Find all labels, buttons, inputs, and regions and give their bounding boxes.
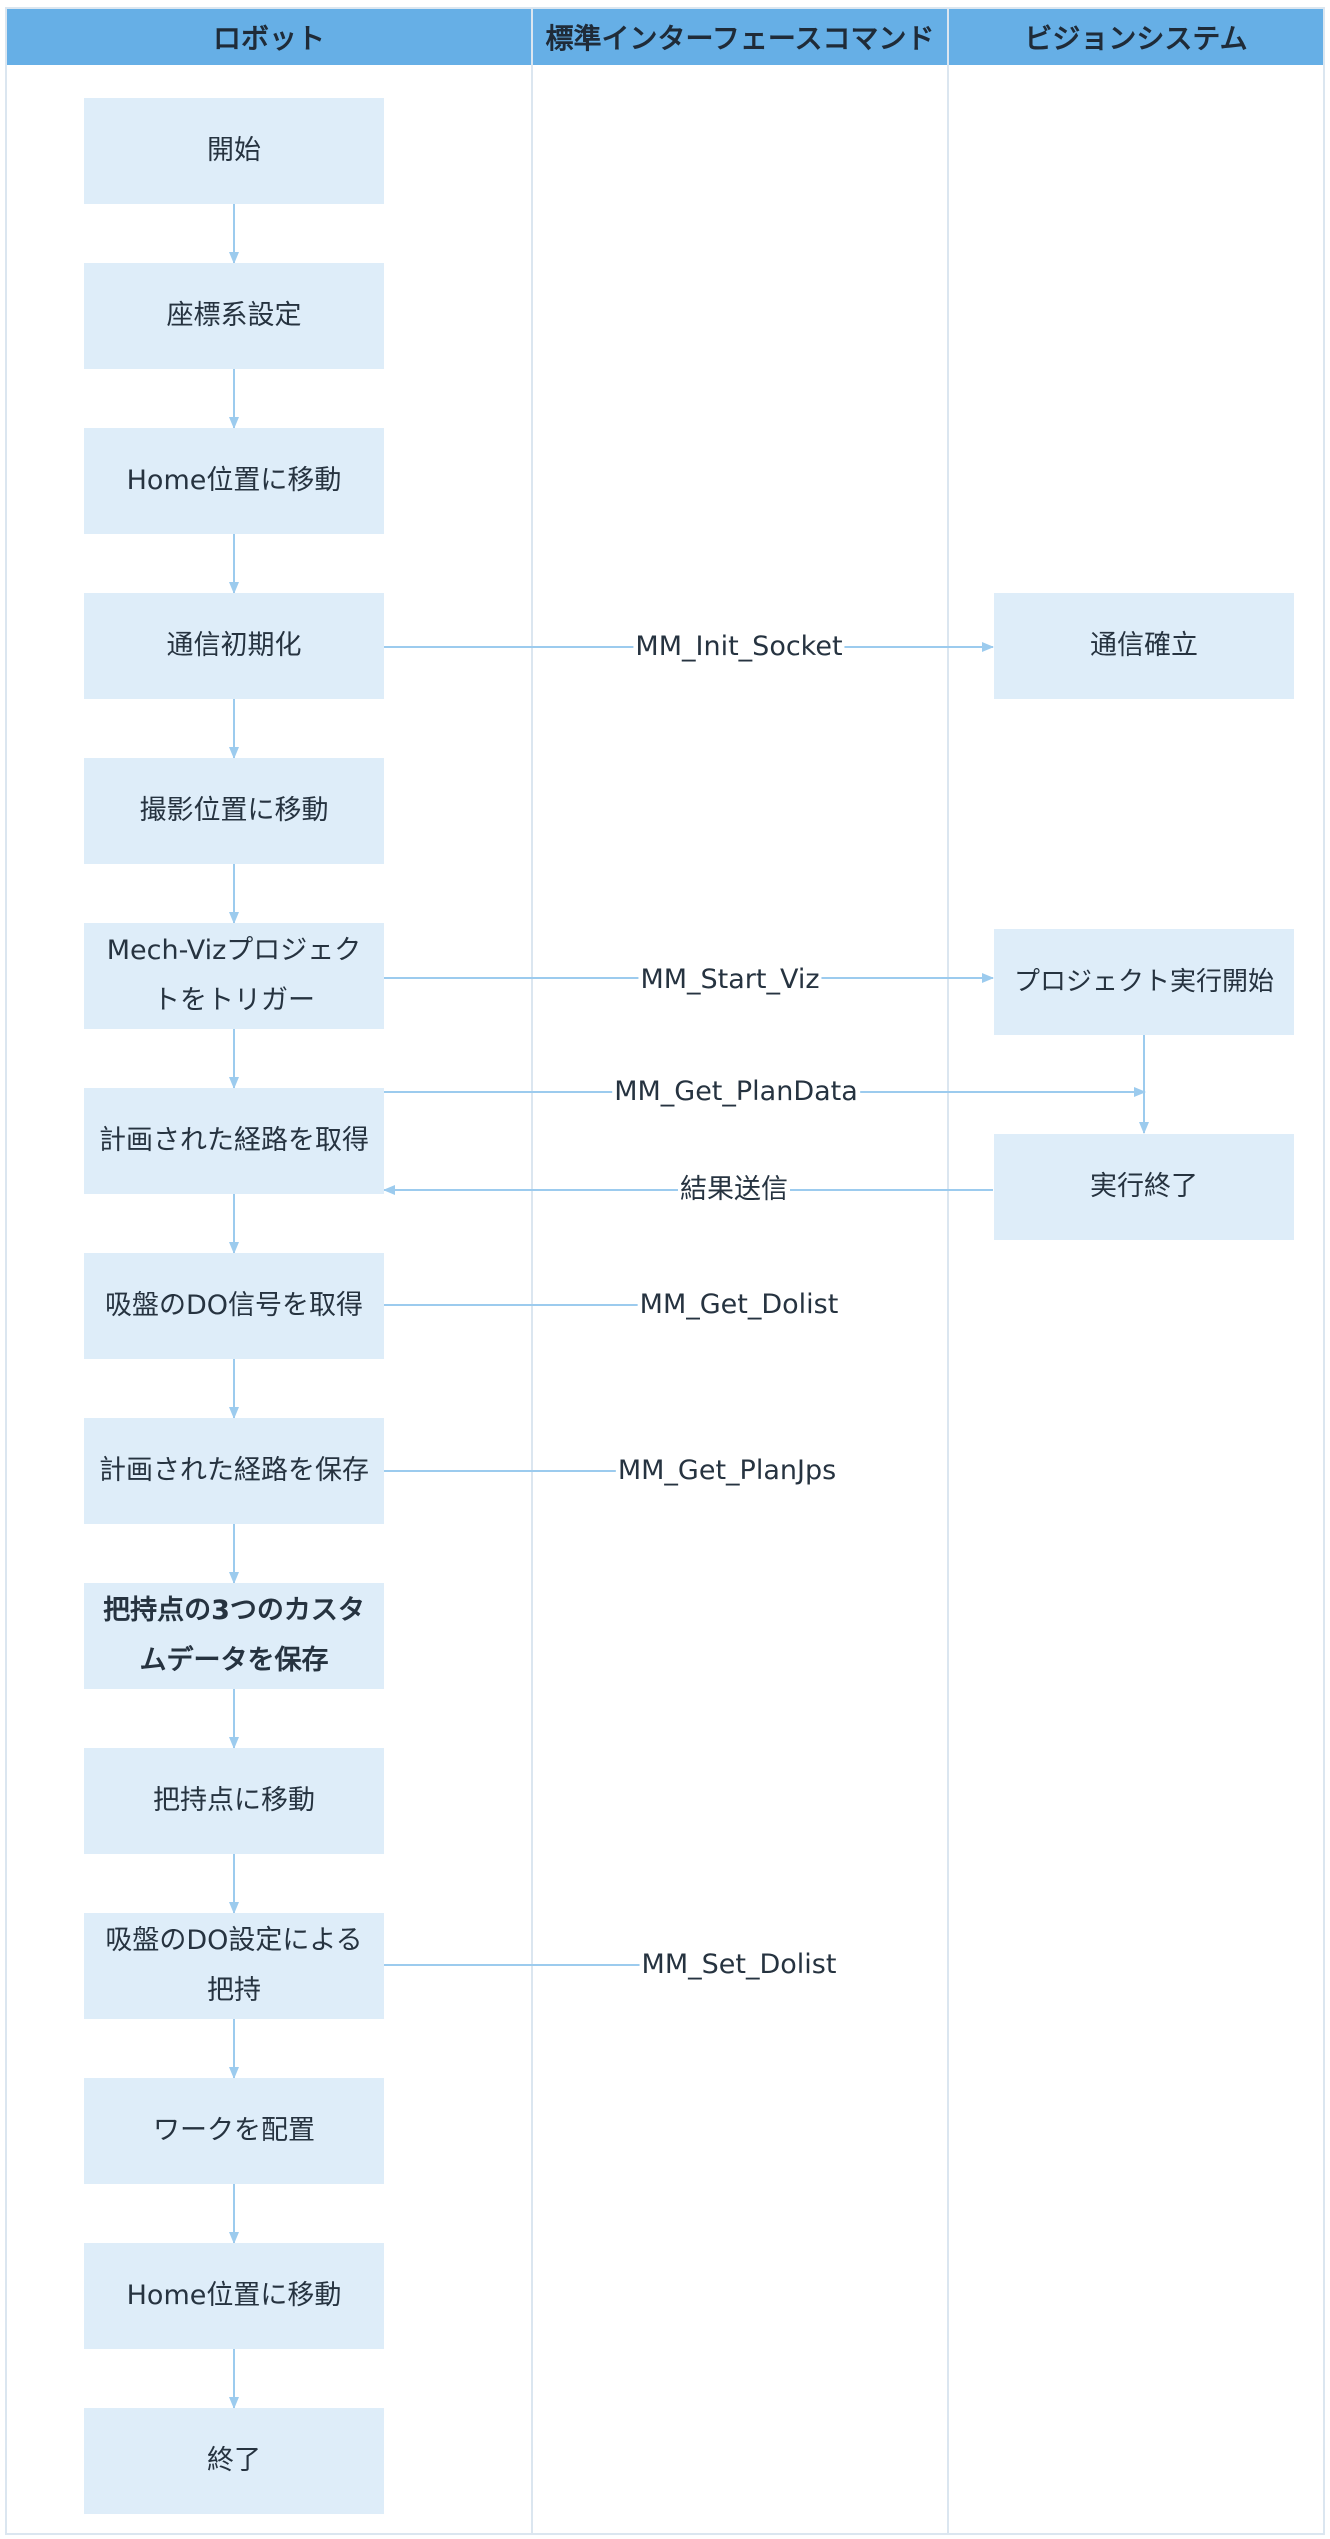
step-grasp-do: 吸盤のDO設定による把持	[84, 1913, 384, 2019]
step-get-path: 計画された経路を取得	[84, 1088, 384, 1194]
step-start: 開始	[84, 98, 384, 204]
step-move-capture: 撮影位置に移動	[84, 758, 384, 864]
label-send-result: 結果送信	[678, 1170, 790, 1210]
vision-project-start: プロジェクト実行開始	[994, 929, 1294, 1035]
lane-divider-2	[947, 9, 949, 2533]
label-set-dolist: MM_Set_Dolist	[639, 1945, 839, 1985]
step-save-custom: 把持点の3つのカスタムデータを保存	[84, 1583, 384, 1689]
lane-header-interface: 標準インターフェースコマンド	[533, 9, 947, 65]
label-get-dolist: MM_Get_Dolist	[637, 1285, 841, 1325]
lane-header-robot: ロボット	[7, 9, 531, 65]
label-start-viz: MM_Start_Viz	[638, 960, 822, 1000]
step-move-home-2: Home位置に移動	[84, 2243, 384, 2349]
label-get-plandata: MM_Get_PlanData	[612, 1072, 860, 1112]
step-trigger-viz: Mech-Vizプロジェクトをトリガー	[84, 923, 384, 1029]
step-get-do: 吸盤のDO信号を取得	[84, 1253, 384, 1359]
lane-divider-1	[531, 9, 533, 2533]
vision-comm-established: 通信確立	[994, 593, 1294, 699]
step-coordinate-setup: 座標系設定	[84, 263, 384, 369]
step-move-grasp: 把持点に移動	[84, 1748, 384, 1854]
label-get-planjps: MM_Get_PlanJps	[615, 1451, 839, 1491]
step-place-work: ワークを配置	[84, 2078, 384, 2184]
step-init-comm: 通信初期化	[84, 593, 384, 699]
step-save-path: 計画された経路を保存	[84, 1418, 384, 1524]
label-init-socket: MM_Init_Socket	[633, 627, 845, 667]
step-move-home-1: Home位置に移動	[84, 428, 384, 534]
step-end: 終了	[84, 2408, 384, 2514]
lane-header-vision: ビジョンシステム	[949, 9, 1323, 65]
vision-exec-end: 実行終了	[994, 1134, 1294, 1240]
